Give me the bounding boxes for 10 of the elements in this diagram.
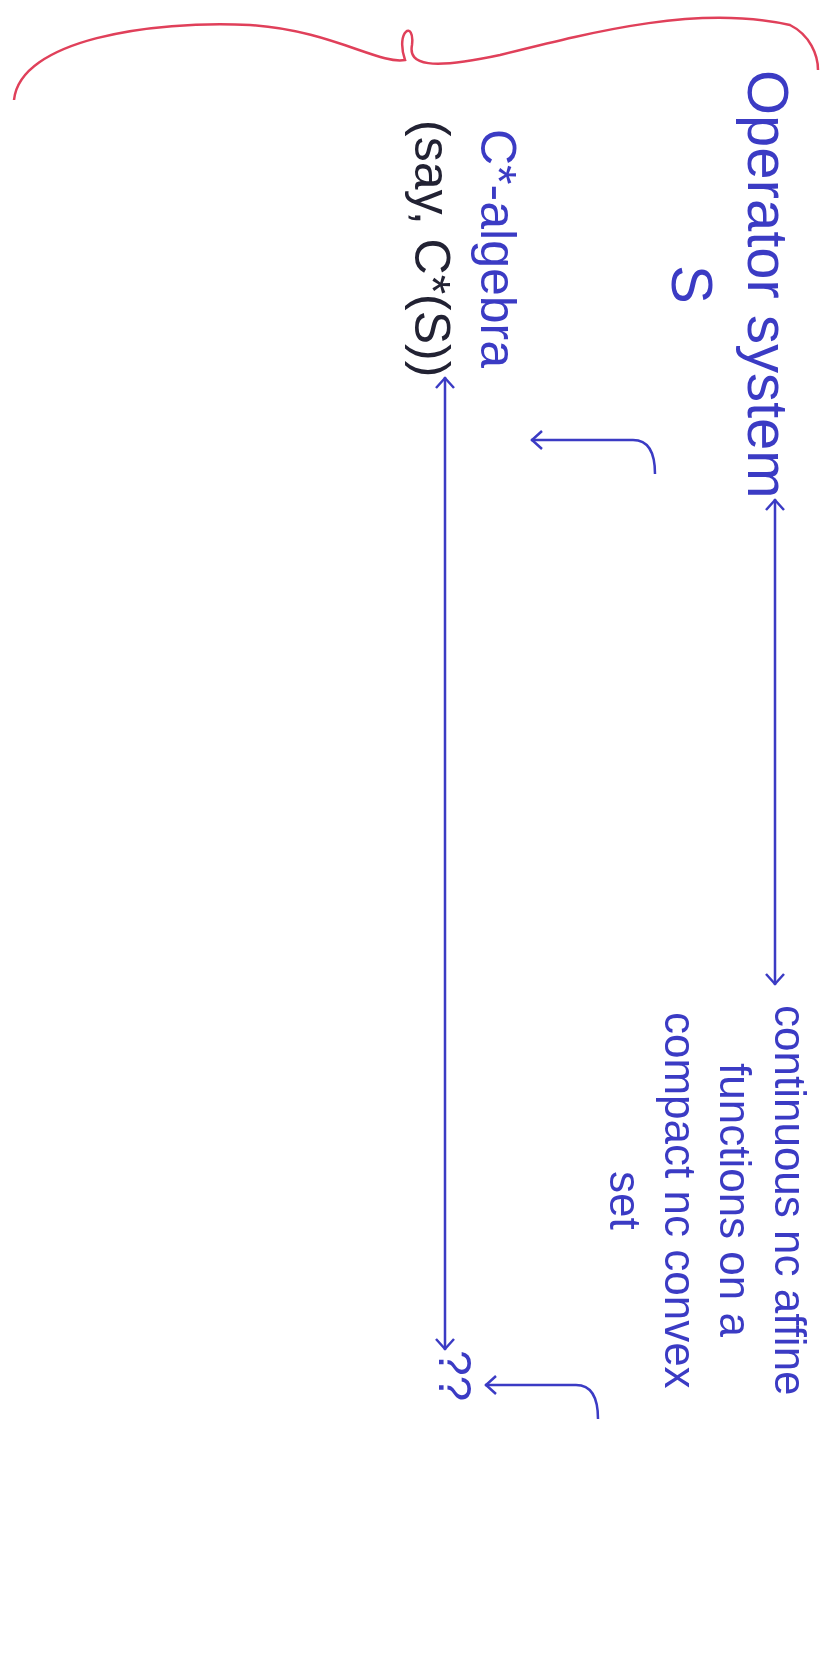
arrow	[764, 498, 786, 986]
arrow	[434, 376, 456, 1351]
arrow	[530, 429, 657, 475]
node-label: Operator system	[735, 70, 802, 499]
node-label: continuous nc affine functions on a compact nc convex set	[600, 1003, 816, 1398]
arrow	[484, 1374, 600, 1420]
node-sublabel: (say, C*(S))	[402, 120, 461, 378]
node-sublabel: S	[658, 265, 726, 304]
node-label: ??	[427, 1350, 482, 1402]
node-label: C*-algebra	[469, 129, 527, 369]
